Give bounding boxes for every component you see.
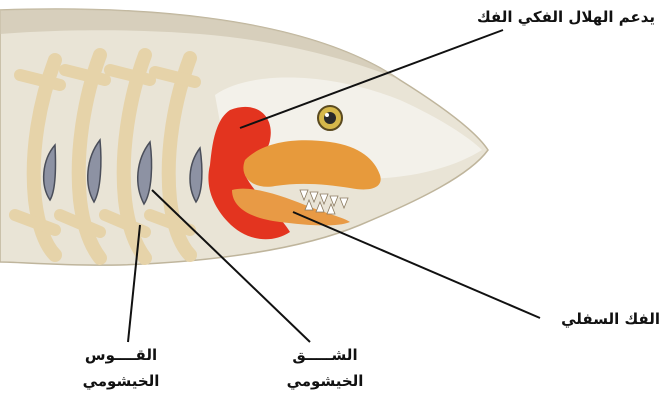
eye: [318, 106, 342, 130]
label-jaw-support: يدعم الهلال الفكي الفك: [455, 4, 655, 30]
leader-line-lower-jaw: [293, 212, 540, 318]
label-gill-arch: القــــوس الخيشومي: [66, 342, 176, 394]
label-lower-jaw: الفك السفلي: [520, 306, 660, 332]
label-gill-slit: الشـــــق الخيشومي: [270, 342, 380, 394]
